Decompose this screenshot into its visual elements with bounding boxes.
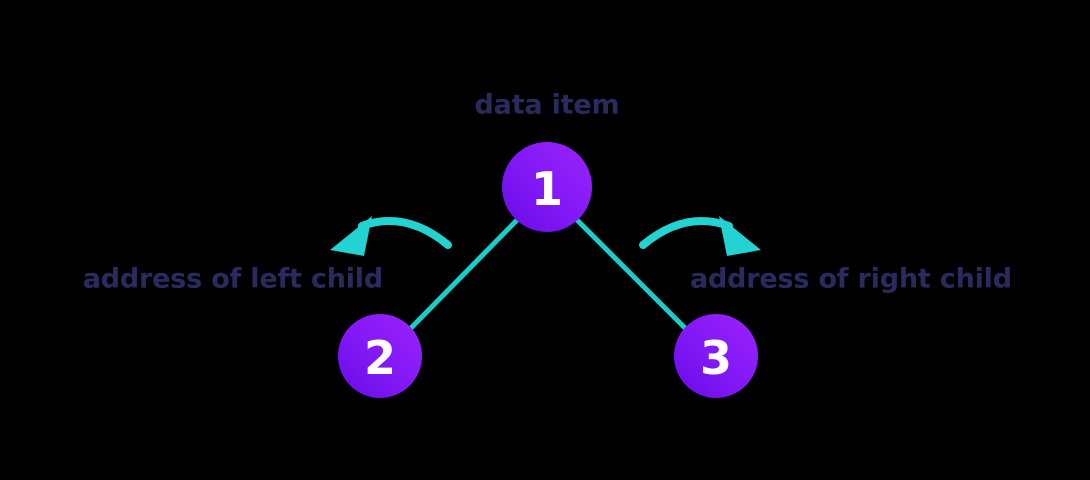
node-circle-root[interactable] [502,142,592,232]
edge-root-to-left-child [407,217,520,332]
annotation-group: data item address of left child address … [83,90,1012,295]
tree-node-right-child[interactable]: 3 [674,314,758,398]
right-pointer-arrow-icon [639,216,761,256]
edge-group [407,217,689,332]
node-circle-right-child[interactable] [674,314,758,398]
node-value-root: 1 [531,162,563,216]
node-value-left-child: 2 [364,331,396,385]
tree-node-root[interactable]: 1 [502,142,592,232]
annotation-left-child-address: address of left child [83,264,383,295]
annotation-data-item: data item [475,90,620,121]
edge-root-to-right-child [574,217,689,332]
node-group: 1 2 3 [338,142,758,398]
pointer-arrow-group [330,216,761,256]
node-value-right-child: 3 [700,331,732,385]
tree-node-left-child[interactable]: 2 [338,314,422,398]
node-circle-left-child[interactable] [338,314,422,398]
left-pointer-arrow-icon [330,216,452,256]
annotation-right-child-address: address of right child [690,264,1012,295]
